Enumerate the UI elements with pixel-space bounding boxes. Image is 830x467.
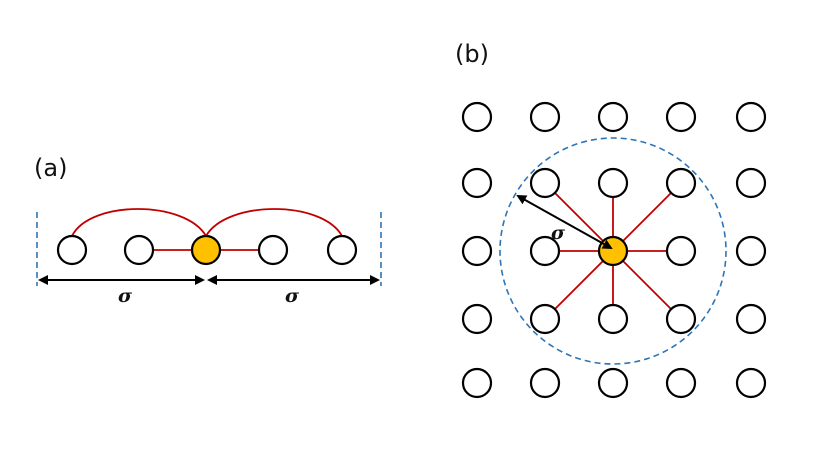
sigma-radius-arrow: [516, 195, 613, 249]
bond-arc-left: [71, 208, 207, 237]
panel-b: (b) σ: [455, 40, 767, 399]
lattice-node: [597, 367, 629, 399]
chain-node: [123, 234, 155, 266]
sigma-label-left: σ: [118, 285, 133, 307]
lattice-node: [735, 101, 767, 133]
bond-arc-right: [205, 208, 343, 237]
lattice-node: [461, 367, 493, 399]
sigma-label-radius: σ: [551, 222, 566, 244]
lattice-node: [665, 367, 697, 399]
lattice-node: [735, 167, 767, 199]
panel-b-label: (b): [455, 40, 489, 68]
lattice-node: [735, 303, 767, 335]
lattice-node: [461, 303, 493, 335]
bond-to-neighbor: [544, 250, 614, 320]
chain-node: [257, 234, 289, 266]
lattice-node: [735, 367, 767, 399]
lattice-node: [529, 167, 561, 199]
lattice-node: [597, 167, 629, 199]
lattice-node: [461, 235, 493, 267]
lattice-node: [597, 101, 629, 133]
lattice-node: [461, 167, 493, 199]
lattice-node: [597, 303, 629, 335]
bond-to-neighbor: [612, 250, 682, 320]
bond-to-neighbor: [612, 182, 682, 252]
panel-a-label: (a): [34, 154, 67, 182]
lattice-node: [735, 235, 767, 267]
lattice-node: [665, 167, 697, 199]
lattice-node: [529, 303, 561, 335]
lattice-node: [665, 303, 697, 335]
center-node: [190, 234, 222, 266]
chain-node: [56, 234, 88, 266]
panel-a: (a) σ σ: [34, 154, 382, 307]
sigma-label-right: σ: [285, 285, 300, 307]
lattice-node: [529, 367, 561, 399]
center-node: [597, 235, 629, 267]
lattice-grid: [461, 101, 767, 399]
lattice-node: [529, 101, 561, 133]
chain-node: [326, 234, 358, 266]
cutoff-circle: [499, 137, 727, 365]
lattice-node: [665, 235, 697, 267]
lattice-node: [461, 101, 493, 133]
lattice-node: [665, 101, 697, 133]
